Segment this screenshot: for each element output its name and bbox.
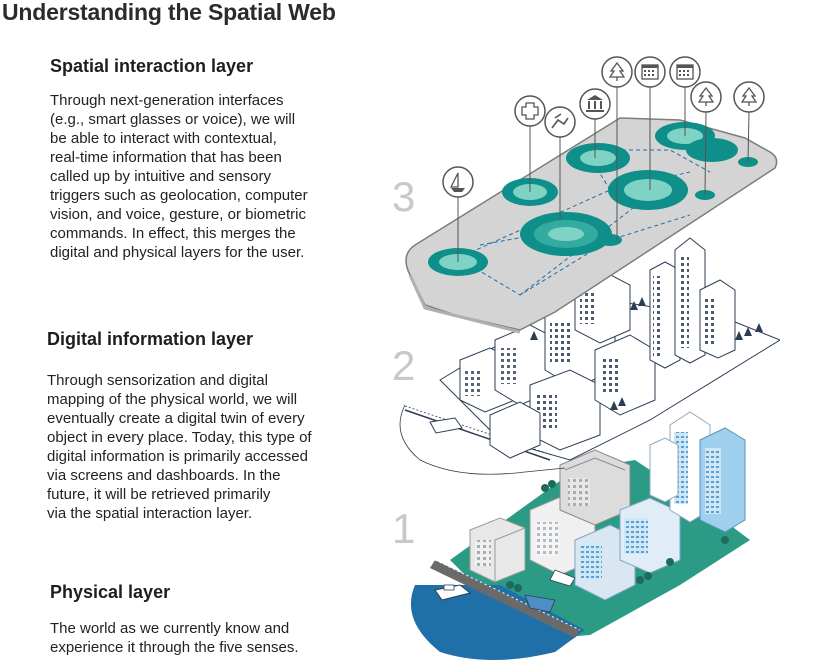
digital-coastline — [399, 404, 566, 475]
physical-layer-heading: Physical layer — [50, 582, 171, 602]
physical-buildings — [469, 411, 746, 613]
pin-bank-icon — [579, 88, 611, 120]
ferry-boat — [434, 584, 472, 601]
spatial-interaction-layer-heading: Spatial interaction layer — [50, 56, 254, 76]
layer-number-3: 3 — [392, 173, 416, 220]
spatial-web-illustration — [399, 56, 780, 660]
physical-layer-graphic — [410, 411, 750, 660]
pin-calendar-icon-2 — [669, 56, 701, 88]
pin-handshake-icon — [544, 106, 576, 138]
wireframe-trees — [530, 297, 763, 410]
digital-boat — [429, 417, 463, 434]
digital-information-layer-graphic — [399, 237, 780, 475]
wireframe-buildings — [459, 237, 736, 459]
physical-layer-description: The world as we currently know and exper… — [50, 620, 299, 656]
pin-tree-icon-3 — [733, 81, 765, 113]
digital-information-layer-heading: Digital information layer — [47, 329, 254, 349]
digital-information-layer-section: Digital information layer Through sensor… — [47, 329, 347, 523]
pin-sailboat-icon — [442, 166, 474, 198]
pin-tree-icon-2 — [690, 81, 722, 113]
digital-information-layer-description: Through sensorization and digital mappin… — [47, 372, 312, 522]
layer-number-1: 1 — [392, 505, 416, 552]
water-bay — [410, 585, 585, 660]
pier — [430, 560, 580, 638]
pin-calendar-icon-1 — [634, 56, 666, 88]
physical-layer-section: Physical layer The world as we currently… — [50, 582, 350, 657]
spatial-interaction-layer-description: Through next-generation interfaces (e.g.… — [50, 92, 308, 261]
layer-number-2: 2 — [392, 342, 416, 389]
page-title: Understanding the Spatial Web — [2, 0, 336, 25]
spatial-interaction-layer-section: Spatial interaction layer Through next-g… — [50, 56, 350, 262]
pin-stems — [457, 87, 750, 262]
pin-medical-cross-icon — [514, 95, 546, 127]
pin-tree-icon-1 — [601, 56, 633, 88]
spatial-interaction-layer-graphic — [405, 56, 778, 334]
